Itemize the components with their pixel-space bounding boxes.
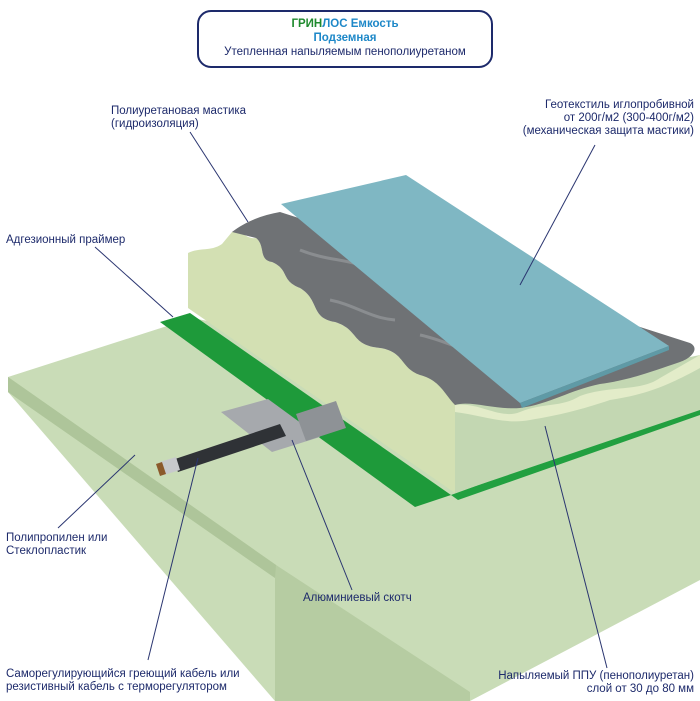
leader-geotextile xyxy=(519,144,596,286)
aluminum-tape-wrap xyxy=(296,401,346,441)
heating-cable xyxy=(172,424,286,472)
leader-primer xyxy=(94,246,174,318)
label-ppu: Напыляемый ППУ (пенополиуретан) слой от … xyxy=(498,670,694,696)
label-base-line2: Стеклопластик xyxy=(6,545,87,557)
label-ppu-line1: Напыляемый ППУ (пенополиуретан) xyxy=(498,670,694,682)
leader-tape xyxy=(291,439,353,591)
label-mastic-line2: (гидроизоляция) xyxy=(111,118,199,130)
title-subtitle: Подземная xyxy=(313,32,377,44)
primer-strip xyxy=(160,313,451,507)
title-description: Утепленная напыляемым пенополиуретаном xyxy=(224,46,466,58)
label-mastic-line1: Полиуретановая мастика xyxy=(111,105,247,117)
leader-cable xyxy=(147,457,199,661)
label-mastic: Полиуретановая мастика (гидроизоляция) xyxy=(111,105,246,131)
label-base-line1: Полипропилен или xyxy=(6,532,108,544)
label-tape: Алюминиевый скотч xyxy=(303,592,412,604)
aluminum-tape xyxy=(221,399,320,452)
ppu-top-ridge xyxy=(455,355,700,422)
leader-base xyxy=(57,454,136,529)
geotextile-sheet xyxy=(281,175,669,403)
label-cable-line1: Саморегулирующийся греющий кабель или xyxy=(6,668,240,680)
label-geotextile: Геотекстиль иглопробивной от 200г/м2 (30… xyxy=(523,99,694,138)
leader-mastic xyxy=(189,131,249,223)
title-brand-line: ГРИНЛОС Емкость xyxy=(199,17,491,31)
leader-lines xyxy=(57,131,608,669)
label-base: Полипропилен или Стеклопластик xyxy=(6,532,107,558)
leader-ppu xyxy=(544,425,608,669)
ppu-front-face xyxy=(188,231,455,493)
title-box: ГРИНЛОС Емкость Подземная Утепленная нап… xyxy=(197,10,493,68)
product-name: Емкость xyxy=(350,18,399,30)
geotextile-edge xyxy=(520,346,669,408)
base-sheet-edge xyxy=(8,377,470,701)
label-geotextile-line3: (механическая защита мастики) xyxy=(522,125,694,137)
label-cable-line2: резистивный кабель с терморегулятором xyxy=(6,681,227,693)
label-ppu-line2: слой от 30 до 80 мм xyxy=(586,683,694,695)
heating-cable-core xyxy=(160,457,180,475)
brand-name-blue: ЛОС xyxy=(322,18,348,30)
brand-name-green: ГРИН xyxy=(291,18,323,30)
label-geotextile-line2: от 200г/м2 (300-400г/м2) xyxy=(563,112,694,124)
label-cable: Саморегулирующийся греющий кабель или ре… xyxy=(6,668,240,694)
heating-cable-end xyxy=(156,462,166,476)
label-primer: Адгезионный праймер xyxy=(6,234,126,246)
base-sheet-left-edge xyxy=(8,377,276,578)
label-geotextile-line1: Геотекстиль иглопробивной xyxy=(545,99,694,111)
